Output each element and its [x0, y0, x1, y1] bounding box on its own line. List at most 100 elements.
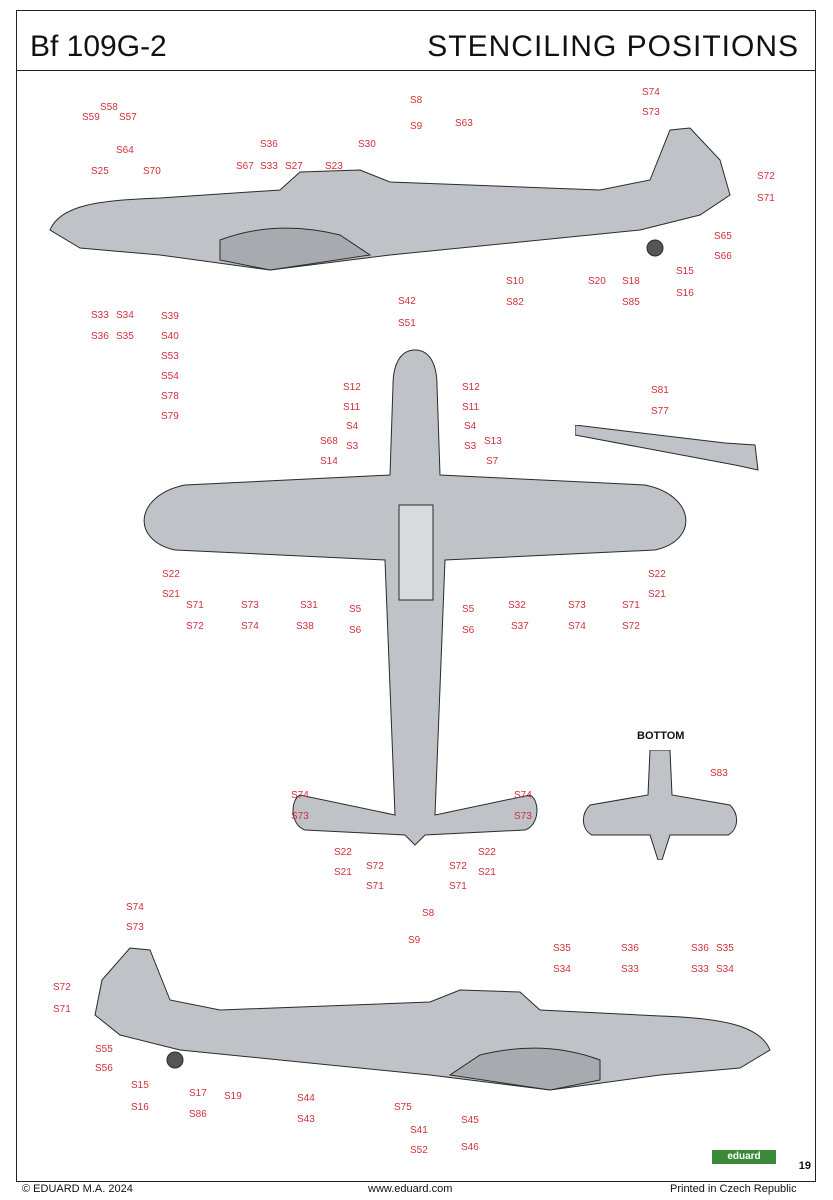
stencil-label: S55 [95, 1044, 113, 1055]
stencil-label: S12 [462, 382, 480, 393]
stencil-label: S3 [464, 441, 477, 452]
stencil-label: S59 [82, 112, 100, 123]
stencil-label: S8 [410, 95, 423, 106]
stencil-label: S71 [366, 881, 384, 892]
stencil-label: S23 [325, 161, 343, 172]
page-number: 19 [798, 1160, 811, 1172]
stencil-label: S72 [186, 621, 204, 632]
stencil-label: S33 [621, 964, 639, 975]
stencil-label: S22 [334, 847, 352, 858]
stencil-label: S73 [642, 107, 660, 118]
stencil-label: S40 [161, 331, 179, 342]
stencil-label: S67 [236, 161, 254, 172]
stencil-label: S86 [189, 1109, 207, 1120]
stencil-label: S35 [116, 331, 134, 342]
stencil-label: S36 [691, 943, 709, 954]
stencil-label: S72 [622, 621, 640, 632]
stencil-label: S73 [126, 922, 144, 933]
stencil-label: S6 [462, 625, 475, 636]
stencil-label: S36 [91, 331, 109, 342]
stencil-label: S3 [346, 441, 359, 452]
stencil-label: S9 [408, 935, 421, 946]
stencil-label: S74 [126, 902, 144, 913]
side-view-left-aircraft [94, 947, 771, 1091]
stencil-label: S35 [716, 943, 734, 954]
bottom-view-label: BOTTOM [637, 730, 685, 742]
page-frame [16, 10, 816, 1182]
stencil-label: S12 [343, 382, 361, 393]
stencil-label: S22 [162, 569, 180, 580]
stencil-label: S66 [714, 251, 732, 262]
stencil-label: S82 [506, 297, 524, 308]
stencil-label: S18 [622, 276, 640, 287]
stencil-label: S46 [461, 1142, 479, 1153]
stencil-label: S63 [455, 118, 473, 129]
stencil-label: S44 [297, 1093, 315, 1104]
stencil-label: S73 [241, 600, 259, 611]
stencil-label: S5 [349, 604, 362, 615]
stencil-label: S22 [648, 569, 666, 580]
stencil-label: S16 [131, 1102, 149, 1113]
website: www.eduard.com [368, 1183, 453, 1195]
stencil-label: S6 [349, 625, 362, 636]
stencil-label: S58 [100, 102, 118, 113]
stencil-label: S74 [642, 87, 660, 98]
stencil-label: S9 [410, 121, 423, 132]
stencil-label: S34 [553, 964, 571, 975]
title-divider [16, 70, 816, 71]
stencil-label: S64 [116, 145, 134, 156]
stencil-label: S42 [398, 296, 416, 307]
stencil-label: S83 [710, 768, 728, 779]
stencil-label: S15 [676, 266, 694, 277]
stencil-label: S21 [334, 867, 352, 878]
stencil-label: S85 [622, 297, 640, 308]
stencil-label: S19 [224, 1091, 242, 1102]
stencil-label: S71 [622, 600, 640, 611]
stencil-label: S22 [478, 847, 496, 858]
stencil-label: S37 [511, 621, 529, 632]
stencil-label: S11 [462, 402, 480, 413]
stencil-label: S65 [714, 231, 732, 242]
stencil-label: S81 [651, 385, 669, 396]
stencil-label: S73 [291, 811, 309, 822]
stencil-label: S74 [291, 790, 309, 801]
printed-note: Printed in Czech Republic [670, 1183, 797, 1195]
stencil-label: S77 [651, 406, 669, 417]
page-title: STENCILING POSITIONS [427, 30, 799, 63]
stencil-label: S15 [131, 1080, 149, 1091]
stencil-label: S78 [161, 391, 179, 402]
model-title: Bf 109G-2 [30, 30, 167, 63]
stencil-label: S74 [568, 621, 586, 632]
copyright: © EDUARD M.A. 2024 [22, 1183, 133, 1195]
stencil-label: S70 [143, 166, 161, 177]
stencil-label: S72 [757, 171, 775, 182]
stencil-label: S38 [296, 621, 314, 632]
wing-tip-detail [575, 425, 759, 471]
stencil-label: S33 [260, 161, 278, 172]
stencil-label: S21 [162, 589, 180, 600]
stencil-label: S32 [508, 600, 526, 611]
stencil-label: S71 [53, 1004, 71, 1015]
bottom-view-tailplane [583, 750, 737, 860]
stencil-label: S72 [366, 861, 384, 872]
stencil-label: S7 [486, 456, 499, 467]
stencil-label: S74 [514, 790, 532, 801]
stencil-label: S20 [588, 276, 606, 287]
stencil-label: S53 [161, 351, 179, 362]
stencil-label: S79 [161, 411, 179, 422]
stencil-label: S4 [464, 421, 477, 432]
stencil-label: S14 [320, 456, 338, 467]
stencil-label: S56 [95, 1063, 113, 1074]
stencil-label: S43 [297, 1114, 315, 1125]
stencil-label: S31 [300, 600, 318, 611]
stencil-label: S52 [410, 1145, 428, 1156]
stencil-label: S34 [116, 310, 134, 321]
stencil-label: S25 [91, 166, 109, 177]
plan-view-aircraft [143, 349, 687, 846]
stencil-label: S13 [484, 436, 502, 447]
stencil-label: S71 [757, 193, 775, 204]
stencil-label: S33 [691, 964, 709, 975]
stencil-label: S51 [398, 318, 416, 329]
stencil-label: S21 [478, 867, 496, 878]
stencil-label: S72 [449, 861, 467, 872]
